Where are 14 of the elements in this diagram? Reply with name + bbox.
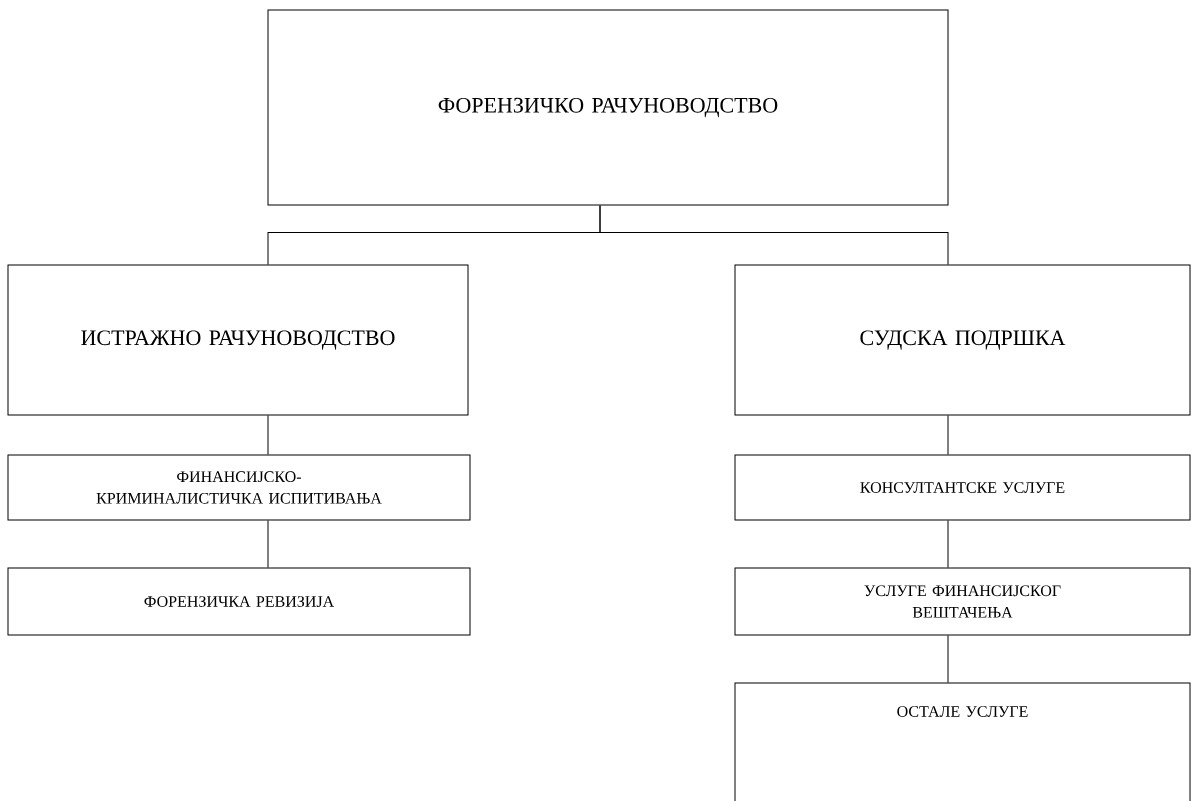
box: СУДСКА ПОДРШКА <box>734 264 1191 416</box>
connector-line <box>267 415 269 455</box>
box: ИСТРАЖНО РАЧУНОВОДСТВО <box>7 264 469 416</box>
box: УСЛУГЕ ФИНАНСИЈСКОГ ВЕШТАЧЕЊА <box>734 567 1191 636</box>
box: ФОРЕНЗИЧКО РАЧУНОВОДСТВО <box>267 9 949 206</box>
connector-line <box>599 205 949 265</box>
connector-line <box>267 520 269 568</box>
connector-line <box>947 415 949 455</box>
connector-line <box>947 635 949 683</box>
box: ОСТАЛЕ УСЛУГЕ <box>734 682 1191 801</box>
box: ФИНАНСИЈСКО-КРИМИНАЛИСТИЧКА ИСПИТИВАЊА <box>7 454 471 521</box>
box: ФОРЕНЗИЧКА РЕВИЗИЈА <box>7 567 471 636</box>
box: КОНСУЛТАНТСКЕ УСЛУГЕ <box>734 454 1191 521</box>
connector-line <box>947 520 949 568</box>
